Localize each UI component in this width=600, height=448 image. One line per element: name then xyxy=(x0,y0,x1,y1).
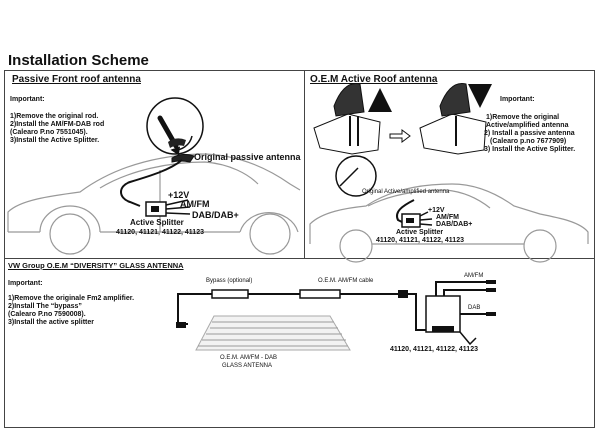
oem-section-title: O.E.M Active Roof antenna xyxy=(310,74,438,85)
magnifier-oem xyxy=(335,155,377,197)
diversity-step-2: 2)Install The “bypass” xyxy=(8,303,82,310)
passive-step-3: (Calearo P.no 7551045). xyxy=(10,129,88,136)
diversity-dab-label: DAB xyxy=(468,305,481,311)
passive-step-4: 3)Install the Active Splitter. xyxy=(10,137,100,144)
passive-antenna-label: Original passive antenna xyxy=(194,152,301,162)
diversity-codes: 41120, 41121, 41122, 41123 xyxy=(390,346,478,353)
oem-antenna-left xyxy=(313,82,381,155)
passive-splitter-label: Active Splitter xyxy=(130,218,184,227)
passive-step-2: 2)Install the AM/FM-DAB rod xyxy=(10,121,105,128)
passive-step-1: 1)Remove the original rod. xyxy=(10,113,99,120)
diversity-important: Important: xyxy=(8,280,43,287)
glass-antenna-icon xyxy=(195,315,351,351)
oem-step-1: 1)Remove the original xyxy=(486,114,560,121)
oem-power-label: +12V xyxy=(428,207,445,214)
transition-arrow xyxy=(389,129,411,143)
oem-cable-label: O.E.M. AM/FM cable xyxy=(318,278,374,284)
oem-splitter-label: Active Splitter xyxy=(396,229,444,236)
oem-step-2: Active/amplified antenna xyxy=(486,122,569,129)
passive-important: Important: xyxy=(10,96,45,103)
bypass-label: Bypass (optional) xyxy=(206,278,253,284)
passive-dab-label: DAB/DAB+ xyxy=(192,210,239,220)
oem-step-3: 2) Install a passive antenna xyxy=(484,130,575,137)
diversity-step-1: 1)Remove the originale Fm2 amplifier. xyxy=(8,295,135,302)
horizontal-divider xyxy=(4,258,595,259)
oem-step-4: (Calearo p.no 7677909) xyxy=(490,138,567,145)
oem-codes: 41120, 41121, 41122, 41123 xyxy=(376,237,464,244)
magnifier-rod-icon xyxy=(146,97,204,156)
bypass-connector xyxy=(211,289,249,299)
diversity-step-3: (Calearo P.no 7590008). xyxy=(8,311,86,318)
car-outline-passive xyxy=(7,153,301,255)
passive-codes: 41120, 41121, 41122, 41123 xyxy=(116,229,204,236)
scheme-frame xyxy=(4,70,595,428)
oem-important: Important: xyxy=(500,96,535,103)
car-outline-oem xyxy=(309,183,589,263)
oem-amfm-label: AM/FM xyxy=(436,214,459,221)
page-title: Installation Scheme xyxy=(8,52,149,69)
passive-power-label: +12V xyxy=(168,190,190,200)
oem-antenna-right xyxy=(419,82,487,155)
diversity-section-title: VW Group O.E.M “DIVERSITY” GLASS ANTENNA xyxy=(8,261,184,270)
oem-step-5: 3) Install the Active Splitter. xyxy=(484,146,576,153)
oem-cable-connector xyxy=(299,289,341,299)
glass-antenna-label-1: O.E.M. AM/FM - DAB xyxy=(220,355,278,361)
oem-antenna-label: Original Active/amplified antenna xyxy=(362,189,450,195)
passive-section-title: Passive Front roof antenna xyxy=(12,74,141,85)
diversity-amfm-label: AM/FM xyxy=(464,273,484,279)
diversity-step-4: 3)Install the active splitter xyxy=(8,319,94,326)
passive-amfm-label: AM/FM xyxy=(180,199,210,209)
vertical-divider xyxy=(304,70,305,259)
glass-antenna-label-2: GLASS ANTENNA xyxy=(222,363,273,369)
oem-dab-label: DAB/DAB+ xyxy=(436,221,473,228)
